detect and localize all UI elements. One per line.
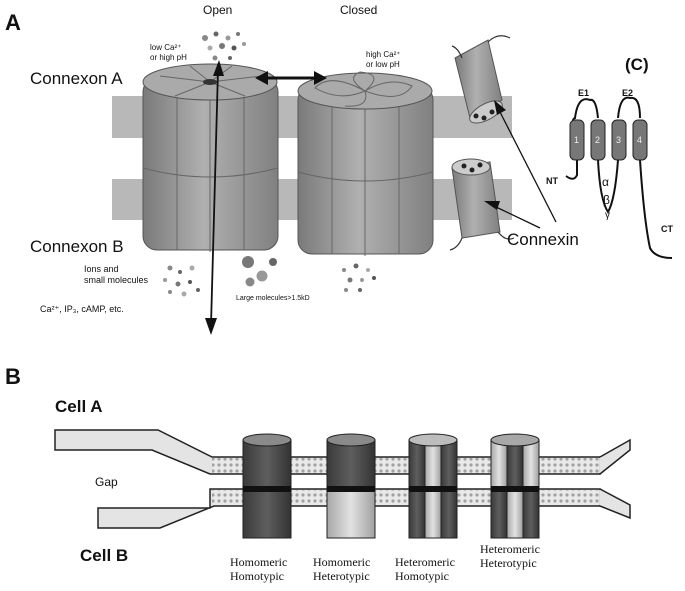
large-molecules-label: Large molecules>1.5kD — [236, 295, 310, 302]
connexin-arrow-lower — [493, 205, 541, 229]
small-molecules-bottom-right — [342, 263, 376, 292]
nt-label: NT — [546, 176, 558, 186]
connexon-b-label: Connexon B — [30, 237, 124, 256]
alpha-label: α — [602, 175, 609, 189]
type-1-line-1: Homomeric — [230, 555, 287, 569]
high-ca-label-2: or low pH — [366, 60, 400, 69]
type-4-line-2: Heterotypic — [480, 556, 537, 570]
e2-label: E2 — [622, 88, 633, 98]
connexin-topology: 1 2 3 4 — [565, 96, 673, 259]
closed-label: Closed — [340, 3, 377, 17]
connexin-unit-lower — [449, 158, 515, 251]
high-ca-label-1: high Ca²⁺ — [366, 50, 400, 59]
cell-a-label: Cell A — [55, 397, 103, 416]
tm4-label: 4 — [637, 135, 642, 145]
small-molecules-top — [202, 31, 246, 61]
connexin-label: Connexin — [507, 230, 579, 249]
open-closed-arrow-left — [255, 71, 268, 85]
connexin-arrow-upper-head — [494, 100, 506, 115]
channel-homomeric-homotypic — [242, 433, 292, 539]
ct-label: CT — [661, 224, 673, 234]
ions-label-1: Ions and — [84, 264, 119, 274]
small-molecules-bottom-left — [163, 265, 200, 297]
panel-a-label: A — [5, 10, 21, 35]
tm3-label: 3 — [616, 135, 621, 145]
beta-label: β — [603, 193, 610, 207]
open-closed-arrow-right — [314, 71, 327, 85]
panel-b-label: B — [5, 364, 21, 389]
large-molecules — [242, 256, 277, 287]
ca-ip3-label: Ca²⁺, IP₃, cAMP, etc. — [40, 304, 124, 314]
tm2-label: 2 — [595, 135, 600, 145]
type-1-line-2: Homotypic — [230, 569, 284, 583]
connexin-arrow-upper — [499, 111, 557, 223]
cell-b-label: Cell B — [80, 546, 128, 565]
e1-label: E1 — [578, 88, 589, 98]
channel-heteromeric-heterotypic — [490, 433, 540, 539]
gap-label: Gap — [95, 475, 118, 489]
channel-arrow-down — [205, 318, 217, 335]
channel-flow-arrow — [210, 69, 219, 326]
type-2-line-1: Homomeric — [313, 555, 370, 569]
channel-heteromeric-homotypic — [408, 433, 458, 539]
channel-arrow-up — [213, 60, 224, 76]
connexin-arrow-lower-head — [484, 201, 500, 210]
type-3-line-1: Heteromeric — [395, 555, 455, 569]
connexin-unit-upper — [451, 35, 511, 124]
open-connexon — [142, 63, 279, 252]
tm1-label: 1 — [574, 135, 579, 145]
closed-connexon — [297, 71, 434, 256]
low-ca-label-1: low Ca²⁺ — [150, 43, 181, 52]
panel-c-label: (C) — [625, 55, 649, 74]
type-2-line-2: Heterotypic — [313, 569, 370, 583]
gamma-label: γ — [605, 210, 610, 221]
channel-homomeric-heterotypic — [326, 433, 376, 539]
type-3-line-2: Homotypic — [395, 569, 449, 583]
low-ca-label-2: or high pH — [150, 53, 187, 62]
open-label: Open — [203, 3, 232, 17]
type-4-line-1: Heteromeric — [480, 542, 540, 556]
connexon-a-label: Connexon A — [30, 69, 123, 88]
ions-label-2: small molecules — [84, 275, 149, 285]
